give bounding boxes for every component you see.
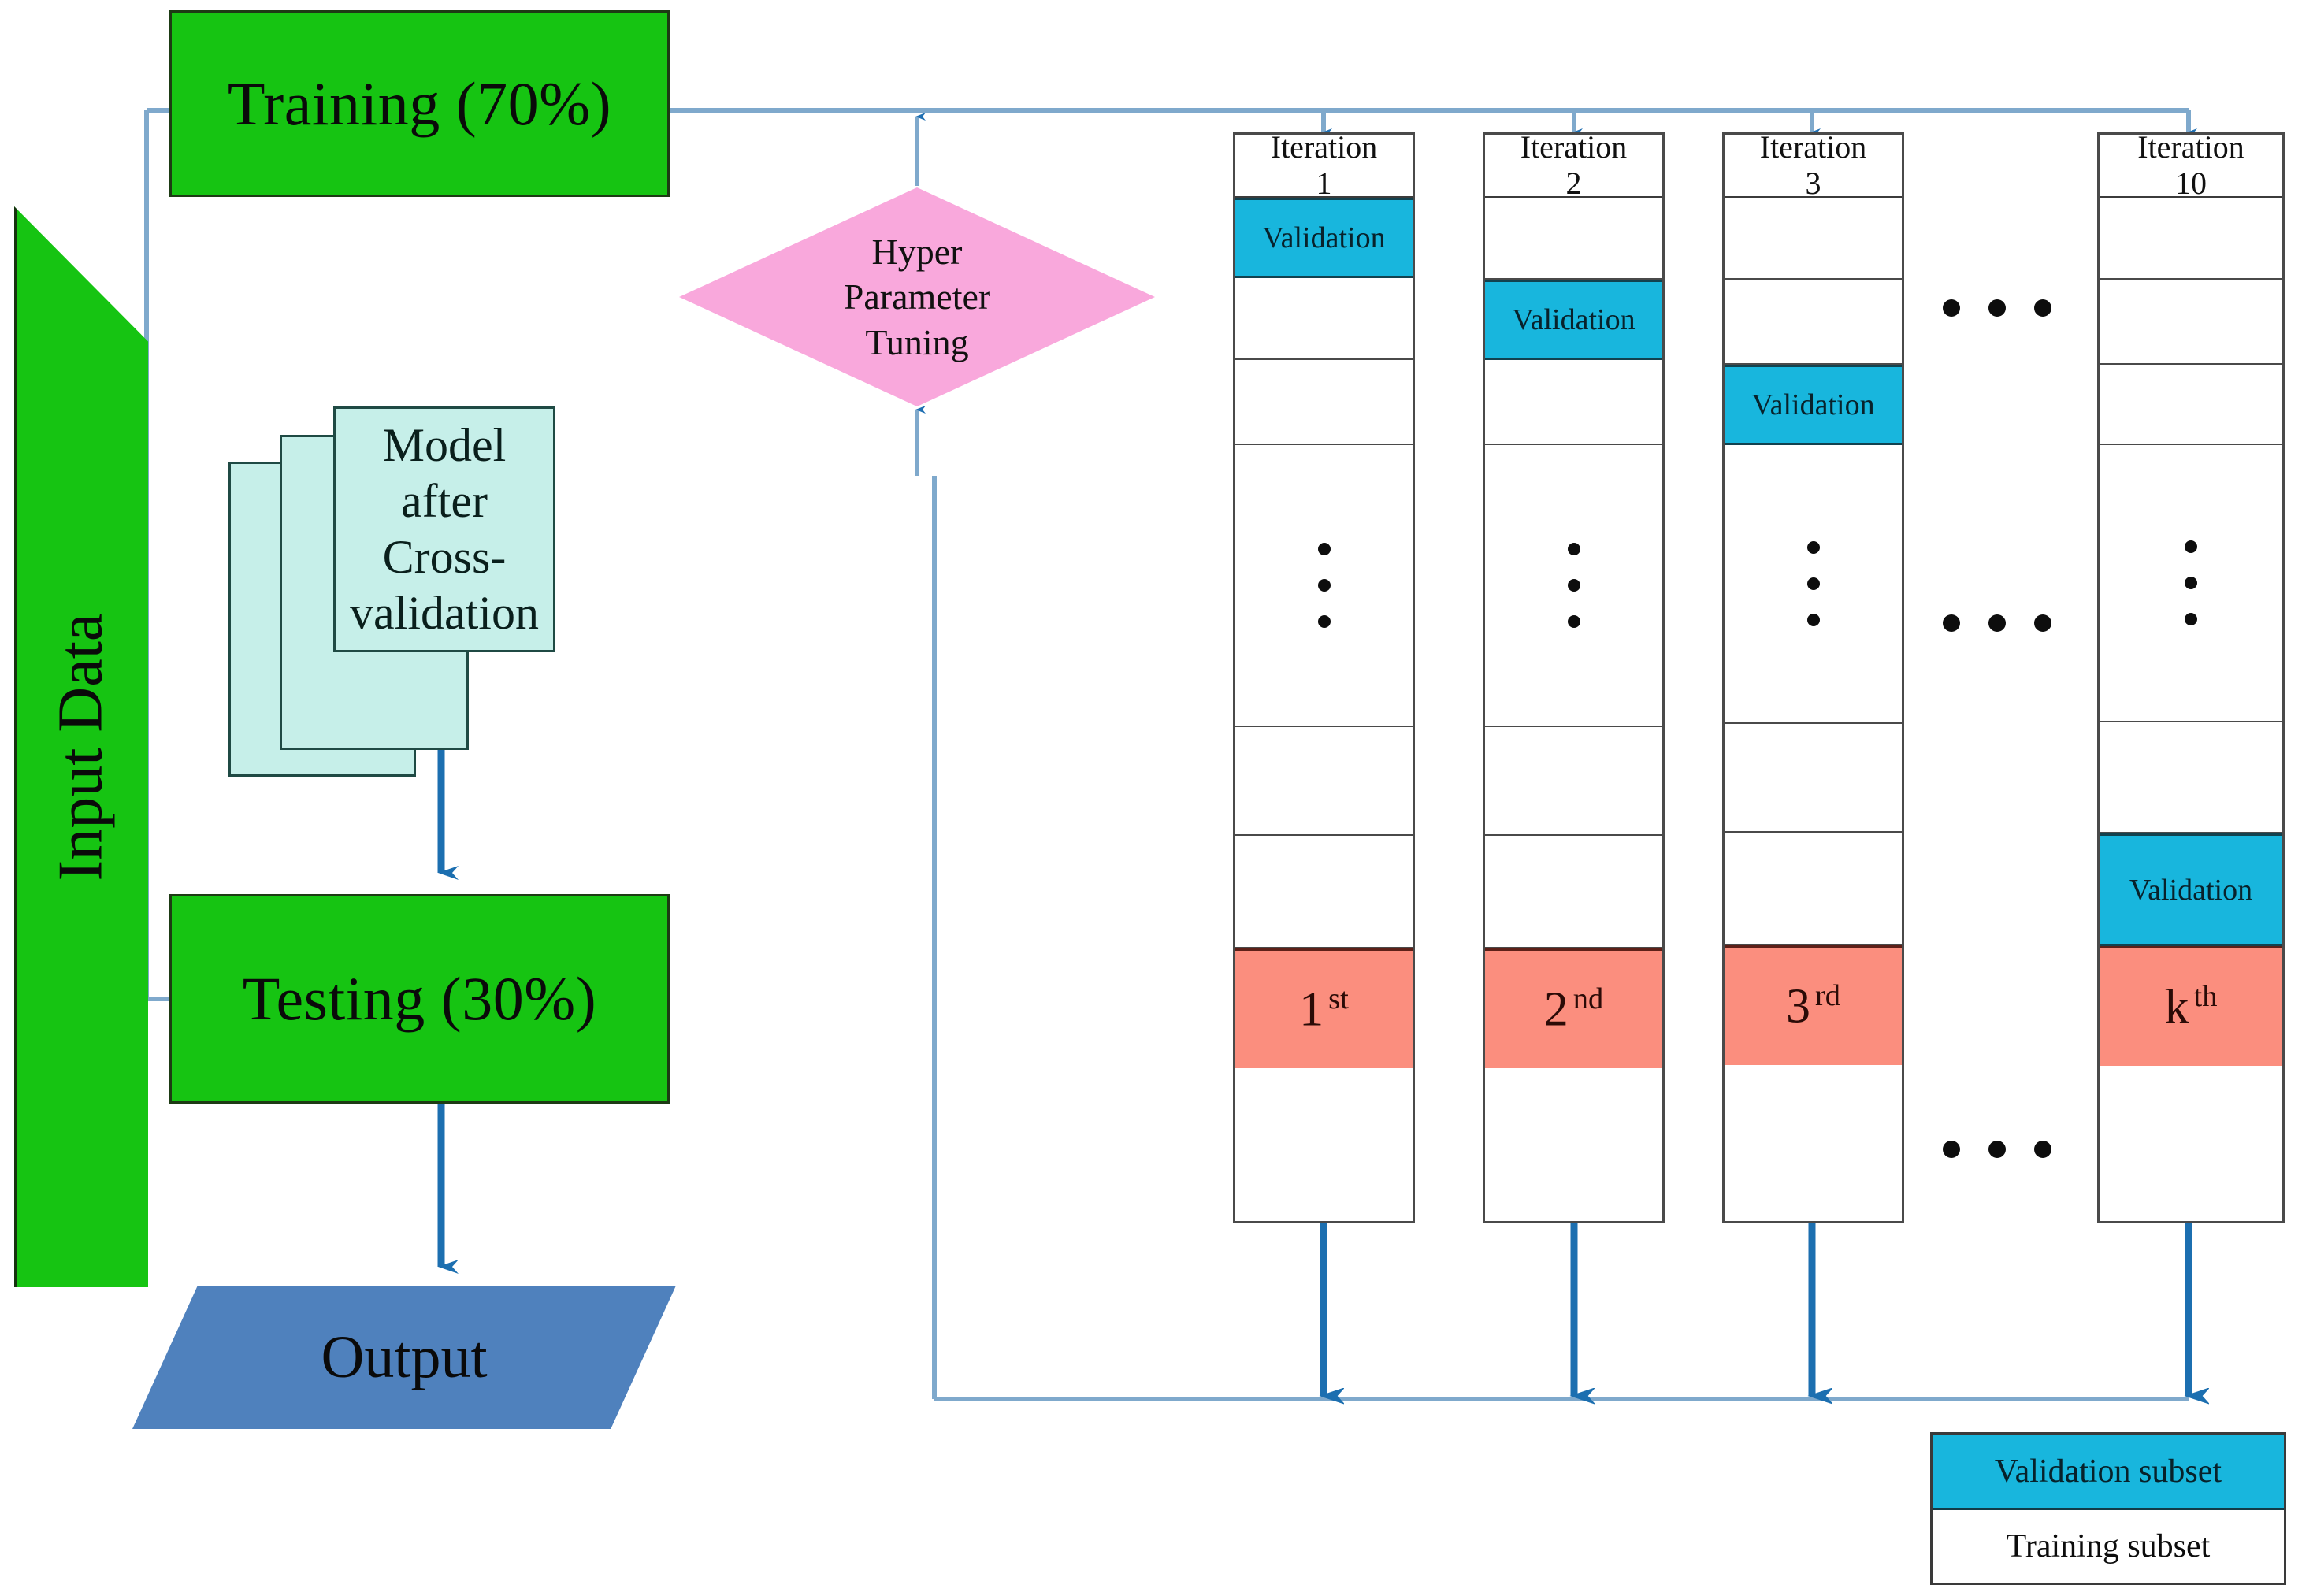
iteration-1-training-cell [1235, 445, 1413, 727]
input-data-label: Input Data [46, 613, 116, 881]
iteration-3-training-cell [1725, 445, 1902, 724]
iteration-2-training-cell [1485, 727, 1662, 836]
testing-box[interactable]: Testing (30%) [169, 894, 670, 1104]
iteration-10-fold-suffix: th [2193, 979, 2218, 1013]
iteration-1-fold-suffix: st [1328, 982, 1349, 1015]
iteration-2-validation-label: Validation [1512, 303, 1636, 336]
input-data-outline [14, 206, 148, 1287]
output-node[interactable]: Output [132, 1286, 676, 1429]
hyper-parameter-tuning-node[interactable]: Hyper Parameter Tuning [679, 187, 1155, 406]
output-shape [132, 1286, 676, 1429]
iteration-10-training-cell [2100, 198, 2282, 280]
iteration-1-training-cell [1235, 360, 1413, 445]
iteration-1-training-cell [1235, 836, 1413, 948]
iteration-10-header-line1: Iteration [2137, 128, 2244, 165]
iteration-1-header-line2: 1 [1316, 165, 1332, 201]
iteration-2-training-cell [1485, 836, 1662, 948]
iteration-2-training-cell [1485, 360, 1662, 445]
iteration-1-header: Iteration 1 [1235, 129, 1413, 201]
hyper-label: Hyper Parameter Tuning [679, 187, 1155, 406]
iteration-2-header: Iteration 2 [1485, 129, 1662, 201]
legend-validation-row: Validation subset [1933, 1435, 2284, 1510]
vertical-ellipsis-icon [1806, 541, 1820, 626]
iteration-1-header-line1: Iteration [1270, 128, 1378, 165]
iteration-1-fold-label: 1 [1299, 982, 1324, 1037]
iteration-10-validation-label: Validation [2129, 873, 2253, 907]
model-card-front[interactable]: Model after Cross- validation [333, 406, 555, 652]
iteration-2-header-line2: 2 [1565, 165, 1582, 201]
model-label-line2: after [401, 475, 488, 528]
training-label: Training (70%) [227, 69, 612, 138]
iteration-3-header-line2: 3 [1805, 165, 1821, 201]
legend-validation-label: Validation subset [1994, 1453, 2222, 1490]
output-label: Output [321, 1323, 488, 1390]
iteration-10-training-cell [2100, 365, 2282, 445]
vertical-ellipsis-icon [1317, 543, 1331, 628]
hyper-label-line2: Parameter [843, 277, 991, 317]
iteration-2-fold-label: 2 [1543, 982, 1569, 1037]
horizontal-ellipsis-icon [1943, 1141, 2051, 1158]
model-label-line1: Model [382, 419, 507, 472]
iteration-2-fold-suffix: nd [1572, 982, 1604, 1015]
legend-training-label: Training subset [2006, 1528, 2211, 1564]
iteration-3-fold-label: 3 [1785, 979, 1810, 1034]
iteration-3-training-cell [1725, 198, 1902, 280]
iteration-10-fold-label: k [2164, 980, 2189, 1034]
iteration-2-header-line1: Iteration [1520, 128, 1628, 165]
horizontal-ellipsis-icon [1943, 299, 2051, 317]
input-data-label-wrap: Input Data [14, 206, 148, 1287]
hyper-label-line1: Hyper [871, 232, 963, 273]
iteration-3-validation-cell: Validation [1725, 365, 1902, 445]
iteration-3-fold-suffix: rd [1814, 978, 1840, 1012]
iteration-10-training-cell [2100, 280, 2282, 365]
model-label: Model after Cross- validation [336, 409, 553, 650]
iteration-3-header-line1: Iteration [1759, 128, 1867, 165]
iteration-3-training-cell [1725, 833, 1902, 945]
iteration-10-training-cell [2100, 445, 2282, 722]
model-label-line4: validation [350, 586, 539, 639]
iteration-1-validation-cell: Validation [1235, 198, 1413, 278]
iteration-1-training-cell [1235, 727, 1413, 836]
iteration-3-training-cell [1725, 280, 1902, 365]
iteration-2-training-cell [1485, 445, 1662, 727]
input-data-node[interactable]: Input Data [14, 206, 148, 1287]
iteration-10-header-line2: 10 [2175, 165, 2207, 201]
iteration-1-validation-label: Validation [1262, 221, 1386, 254]
legend: Validation subset Training subset [1930, 1432, 2286, 1585]
iteration-10-training-cell [2100, 722, 2282, 833]
iteration-2-training-cell [1485, 198, 1662, 280]
iteration-3-header: Iteration 3 [1725, 129, 1902, 201]
hyper-label-line3: Tuning [865, 321, 969, 362]
iteration-1-training-cell [1235, 278, 1413, 360]
horizontal-ellipsis-icon [1943, 614, 2051, 632]
training-box[interactable]: Training (70%) [169, 10, 670, 197]
iteration-3-validation-label: Validation [1751, 388, 1875, 421]
iteration-10-header: Iteration 10 [2100, 129, 2282, 201]
iteration-3-training-cell [1725, 724, 1902, 833]
iteration-10-validation-cell: Validation [2100, 833, 2282, 946]
testing-label: Testing (30%) [242, 964, 597, 1033]
vertical-ellipsis-icon [1567, 543, 1580, 628]
model-label-line3: Cross- [382, 531, 507, 583]
vertical-ellipsis-icon [2185, 540, 2197, 625]
legend-training-row: Training subset [1933, 1510, 2284, 1583]
iteration-2-validation-cell: Validation [1485, 280, 1662, 360]
